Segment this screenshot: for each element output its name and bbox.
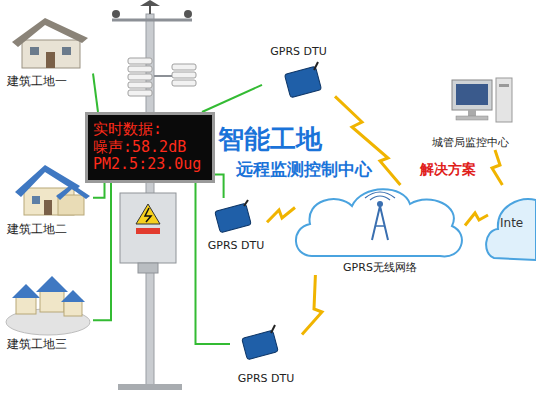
internet-node: Inte [488, 185, 536, 260]
node-text: 建筑工地二 [7, 221, 67, 238]
node-text: GPRS无线网络 [343, 260, 417, 275]
dtu-icon [284, 62, 321, 98]
dtu-node: GPRS DTU [230, 322, 302, 385]
node-text: PM2.5:23.0ug [93, 156, 201, 174]
wireless-link [492, 150, 502, 185]
dtu-icon [215, 200, 252, 233]
node-text: 实时数据: [93, 121, 162, 139]
house-group-icon [6, 276, 90, 335]
monitor-center-node: 城管局监控中心 [420, 70, 520, 150]
site-node: 建筑工地二 [5, 163, 93, 240]
control-cabinet [120, 193, 176, 273]
wired-link [93, 74, 98, 113]
title-text: 智能工地 [218, 122, 322, 157]
dtu-node: GPRS DTU [205, 198, 267, 252]
wireless-link [302, 275, 322, 335]
node-text: Inte [500, 216, 523, 230]
site-node: 建筑工地一 [5, 18, 93, 92]
node-text: GPRS DTU [238, 372, 295, 385]
network-cloud-node: GPRS无线网络 [295, 185, 465, 275]
node-text: GPRS DTU [270, 45, 327, 58]
monitoring-pole [112, 0, 196, 390]
dtu-node: GPRS DTU [262, 45, 335, 102]
house-icon [15, 165, 90, 215]
site-node: 建筑工地三 [5, 268, 93, 355]
solution-text: 解决方案 [420, 161, 476, 179]
wired-link [93, 183, 111, 320]
wired-link [93, 183, 105, 198]
node-text: GPRS DTU [208, 239, 265, 252]
node-text: 建筑工地一 [7, 73, 67, 90]
dtu-icon [242, 325, 279, 360]
house-icon [12, 18, 88, 68]
subtitle-text: 远程监测控制中心 [236, 158, 372, 181]
node-text: 噪声:58.2dB [93, 139, 186, 157]
node-text: 建筑工地三 [7, 336, 67, 353]
wired-link [196, 183, 231, 344]
led-display: 实时数据:噪声:58.2dBPM2.5:23.0ug [85, 112, 215, 183]
wireless-link [267, 208, 295, 223]
wireless-link [465, 213, 488, 226]
wired-link [215, 175, 224, 199]
node-text: 城管局监控中心 [432, 135, 509, 150]
internet-cloud [486, 199, 536, 260]
wired-link [202, 85, 262, 112]
computer-icon [452, 78, 512, 122]
network-cloud [296, 189, 462, 256]
